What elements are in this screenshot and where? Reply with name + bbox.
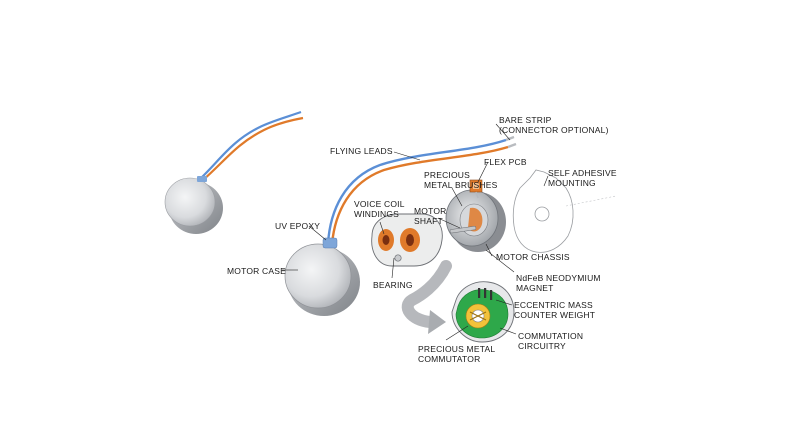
adhesive-mounting-illustration <box>512 169 617 253</box>
label-motor-chassis: MOTOR CHASSIS <box>496 252 570 262</box>
rotation-arrow <box>401 260 452 334</box>
label-eccentric-mass-line2: COUNTER WEIGHT <box>514 310 596 320</box>
label-voice-coil-line2: WINDINGS <box>354 209 400 219</box>
label-voice-coil-line1: VOICE COIL <box>354 199 405 209</box>
leader-lines <box>282 123 549 341</box>
label-self-adhesive-line1: SELF ADHESIVE <box>548 168 617 178</box>
label-uv-epoxy: UV EPOXY <box>275 221 321 231</box>
label-eccentric-mass-line1: ECCENTRIC MASS <box>514 300 593 310</box>
label-commutation-line1: COMMUTATION <box>518 331 584 341</box>
label-magnet-line1: NdFeB NEODYMIUM <box>516 273 601 283</box>
label-commutator-line2: COMMUTATOR <box>418 354 481 364</box>
motor-case-illustration <box>284 237 360 316</box>
label-commutation: COMMUTATION CIRCUITRY <box>518 331 583 351</box>
flying-leads-wires <box>326 135 517 245</box>
label-commutator: PRECIOUS METAL COMMUTATOR <box>418 344 495 364</box>
label-self-adhesive-line2: MOUNTING <box>548 178 596 188</box>
label-bare-strip: BARE STRIP (CONNECTOR OPTIONAL) <box>499 115 609 135</box>
label-precious-brushes: PRECIOUS METAL BRUSHES <box>424 170 497 190</box>
voice-coil-illustration <box>371 213 443 267</box>
label-self-adhesive: SELF ADHESIVE MOUNTING <box>548 168 617 188</box>
label-motor-case: MOTOR CASE <box>227 266 286 276</box>
label-magnet: NdFeB NEODYMIUM MAGNET <box>516 273 601 293</box>
label-magnet-line2: MAGNET <box>516 283 554 293</box>
label-motor-shaft-line1: MOTOR <box>414 206 447 216</box>
label-commutator-line1: PRECIOUS METAL <box>418 344 496 354</box>
label-precious-brushes-line2: METAL BRUSHES <box>424 180 498 190</box>
label-bare-strip-line1: BARE STRIP <box>499 115 552 125</box>
label-commutation-line2: CIRCUITRY <box>518 341 566 351</box>
label-motor-shaft-line2: SHAFT <box>414 216 443 226</box>
label-eccentric-mass: ECCENTRIC MASS COUNTER WEIGHT <box>514 300 595 320</box>
label-flying-leads: FLYING LEADS <box>330 146 393 156</box>
label-precious-brushes-line1: PRECIOUS <box>424 170 470 180</box>
label-motor-shaft: MOTOR SHAFT <box>414 206 446 226</box>
small-motor-illustration <box>164 110 304 234</box>
label-voice-coil: VOICE COIL WINDINGS <box>354 199 405 219</box>
eccentric-mass-illustration <box>451 281 515 343</box>
label-bearing: BEARING <box>373 280 413 290</box>
label-flex-pcb: FLEX PCB <box>484 157 527 167</box>
label-bare-strip-line2: (CONNECTOR OPTIONAL) <box>499 125 609 135</box>
motor-chassis-illustration <box>445 179 506 252</box>
